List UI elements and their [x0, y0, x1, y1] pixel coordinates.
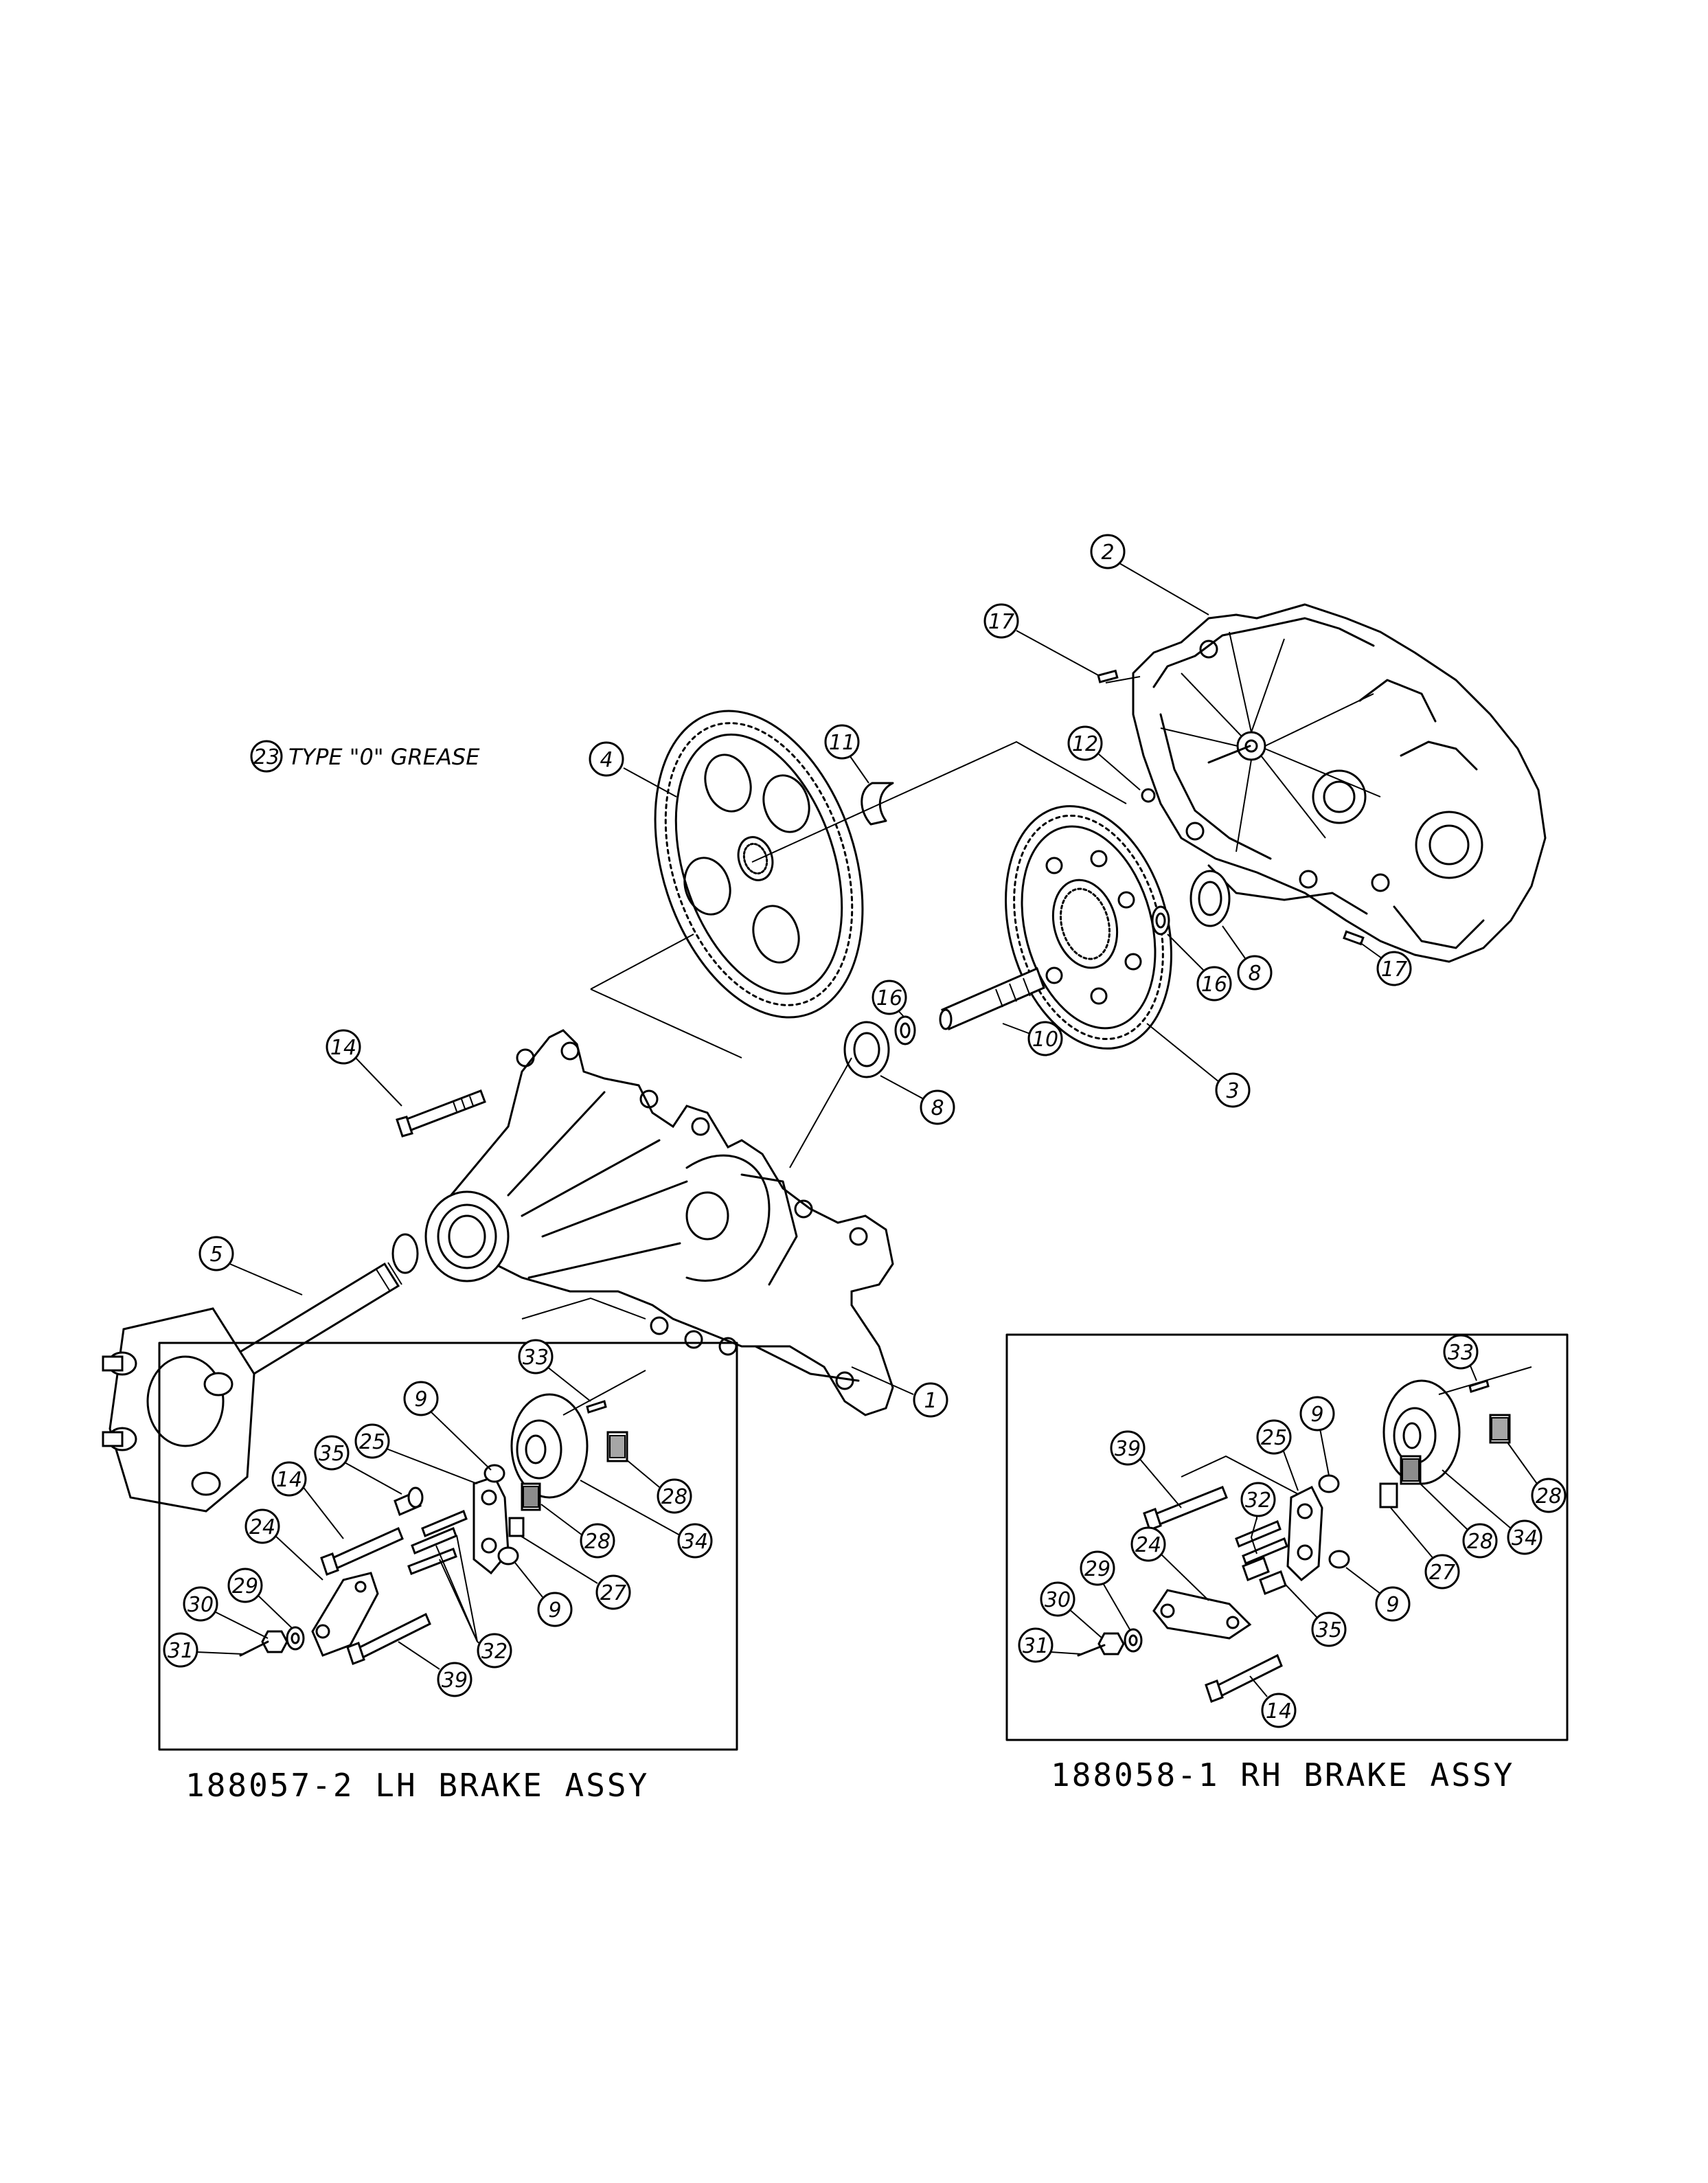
callout-8-left: 8	[931, 1096, 944, 1120]
lh-callout-24: 24	[249, 1515, 275, 1539]
callout-1: 1	[924, 1389, 937, 1413]
lh-callout-29: 29	[232, 1574, 258, 1598]
rh-callout-9-bottom: 9	[1386, 1593, 1399, 1617]
rh-brake-box	[1005, 1333, 1569, 1741]
wheel-hub	[102, 1307, 255, 1513]
lh-callout-27: 27	[600, 1581, 626, 1605]
callout-3: 3	[1226, 1079, 1239, 1103]
lh-callout-39: 39	[442, 1669, 468, 1693]
rh-brake-parts	[1077, 1366, 1532, 1703]
rh-callout-9-top: 9	[1310, 1403, 1323, 1427]
rh-callout-25: 25	[1261, 1426, 1287, 1450]
lh-callout-35: 35	[319, 1442, 345, 1466]
rh-callout-34: 34	[1512, 1526, 1538, 1550]
lh-callout-9-top: 9	[414, 1388, 427, 1412]
callout-16-right: 16	[1201, 973, 1227, 997]
callout-5: 5	[209, 1243, 223, 1267]
rh-callout-30: 30	[1045, 1588, 1071, 1612]
lh-callout-30: 30	[187, 1593, 214, 1617]
lh-callout-14: 14	[276, 1468, 302, 1492]
rh-callout-28-upper: 28	[1536, 1484, 1562, 1508]
callout-16-left: 16	[876, 986, 902, 1010]
rh-callout-32: 32	[1245, 1489, 1271, 1513]
lh-callout-32: 32	[481, 1640, 508, 1664]
callout-10: 10	[1032, 1028, 1058, 1052]
callout-12: 12	[1072, 732, 1098, 756]
callout-2: 2	[1101, 541, 1114, 565]
rh-callout-29: 29	[1084, 1557, 1111, 1581]
rh-callout-35: 35	[1316, 1618, 1342, 1642]
rh-callout-39: 39	[1115, 1437, 1141, 1461]
grease-note-callout: 23	[253, 745, 280, 769]
lh-callout-33: 33	[523, 1346, 549, 1370]
large-gear	[654, 710, 864, 1019]
rh-brake-caption: 188058-1 RH BRAKE ASSY	[1051, 1756, 1514, 1794]
rh-callout-28-lower: 28	[1467, 1530, 1493, 1554]
lh-callout-34: 34	[682, 1530, 708, 1554]
callout-8-right: 8	[1248, 962, 1261, 986]
callout-17-top: 17	[988, 610, 1014, 634]
rh-callout-27: 27	[1429, 1561, 1455, 1585]
lh-brake-parts	[239, 1370, 646, 1665]
grease-note: 23 TYPE "0" GREASE	[250, 740, 480, 773]
callout-14-top: 14	[330, 1036, 356, 1060]
case-cover	[1105, 603, 1547, 963]
medium-gear	[1005, 805, 1172, 1050]
transaxle-housing	[424, 1029, 894, 1416]
lh-callout-28-lower: 28	[584, 1530, 611, 1554]
rh-callout-24: 24	[1135, 1533, 1161, 1557]
pinion-shaft	[939, 966, 1045, 1031]
rh-callout-33: 33	[1448, 1341, 1474, 1365]
lh-callout-25: 25	[359, 1430, 385, 1454]
lh-callout-28-upper: 28	[661, 1485, 687, 1509]
grease-note-text: TYPE "0" GREASE	[288, 744, 480, 770]
lh-brake-caption: 188057-2 LH BRAKE ASSY	[185, 1767, 649, 1804]
lh-callout-31: 31	[168, 1639, 194, 1663]
callout-4: 4	[600, 748, 613, 772]
callout-11: 11	[829, 731, 855, 755]
rh-callout-14: 14	[1266, 1699, 1292, 1723]
axle-shaft	[225, 1233, 419, 1384]
housing-bolt	[396, 1089, 486, 1138]
lh-callout-9-bottom: 9	[548, 1598, 561, 1622]
rh-callout-31: 31	[1023, 1634, 1049, 1658]
callout-17-bottom: 17	[1381, 958, 1407, 982]
lh-brake-box	[158, 1342, 738, 1751]
